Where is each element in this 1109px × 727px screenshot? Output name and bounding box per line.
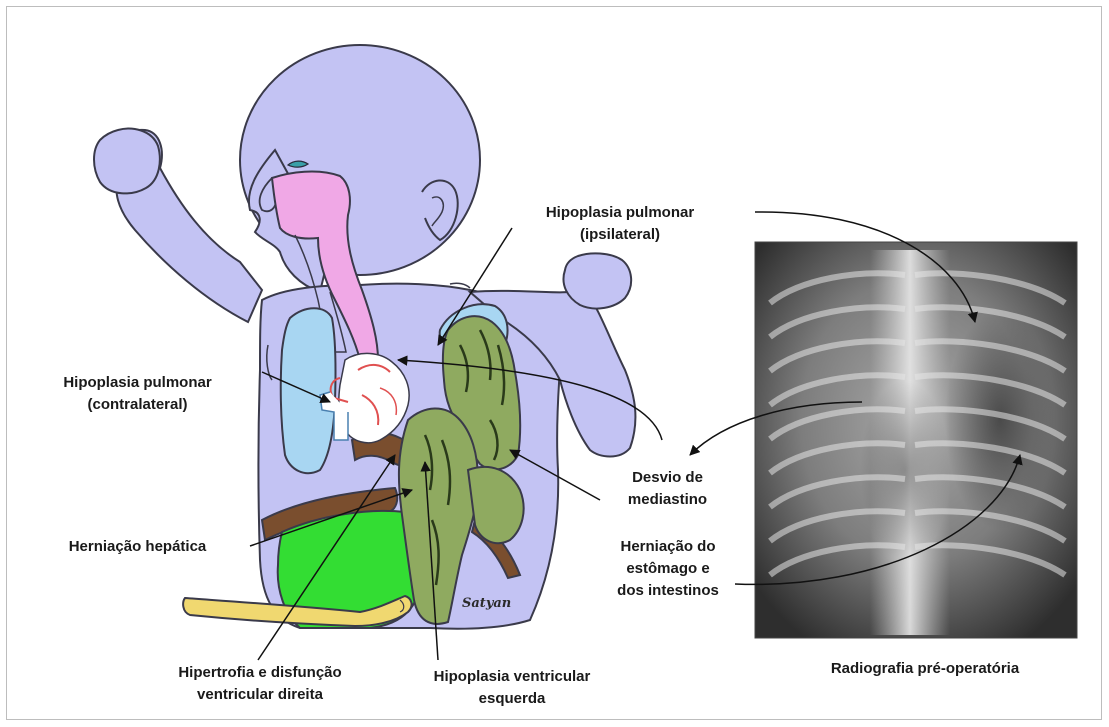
label-ipsilateral-line1: Hipoplasia pulmonar (540, 202, 700, 224)
label-lv: Hipoplasia ventricular esquerda (412, 666, 612, 710)
label-lv-line2: esquerda (412, 688, 612, 710)
label-estomago-line1: Herniação do (603, 536, 733, 558)
label-mediastino-line2: mediastino (615, 489, 720, 511)
label-mediastino-line1: Desvio de (615, 467, 720, 489)
label-rv-line1: Hipertrofia e disfunção (150, 662, 370, 684)
label-ipsilateral-line2: (ipsilateral) (540, 224, 700, 246)
left-fist (94, 129, 160, 194)
label-contralateral-line1: Hipoplasia pulmonar (50, 372, 225, 394)
label-ipsilateral: Hipoplasia pulmonar (ipsilateral) (540, 202, 700, 246)
label-contralateral-line2: (contralateral) (50, 394, 225, 416)
label-hepatica-line1: Herniação hepática (50, 536, 225, 558)
label-estomago-line3: dos intestinos (603, 580, 733, 602)
label-rv: Hipertrofia e disfunção ventricular dire… (150, 662, 370, 706)
xray-caption: Radiografia pré-operatória (800, 660, 1050, 677)
label-contralateral: Hipoplasia pulmonar (contralateral) (50, 372, 225, 416)
label-estomago: Herniação do estômago e dos intestinos (603, 536, 733, 602)
label-estomago-line2: estômago e (603, 558, 733, 580)
right-lung-small (281, 308, 336, 473)
chest-xray (755, 242, 1077, 638)
label-rv-line2: ventricular direita (150, 684, 370, 706)
label-hepatica: Herniação hepática (50, 536, 225, 558)
artist-signature: Satyan (462, 596, 511, 611)
right-fist (563, 253, 631, 308)
label-mediastino: Desvio de mediastino (615, 467, 720, 511)
label-lv-line1: Hipoplasia ventricular (412, 666, 612, 688)
